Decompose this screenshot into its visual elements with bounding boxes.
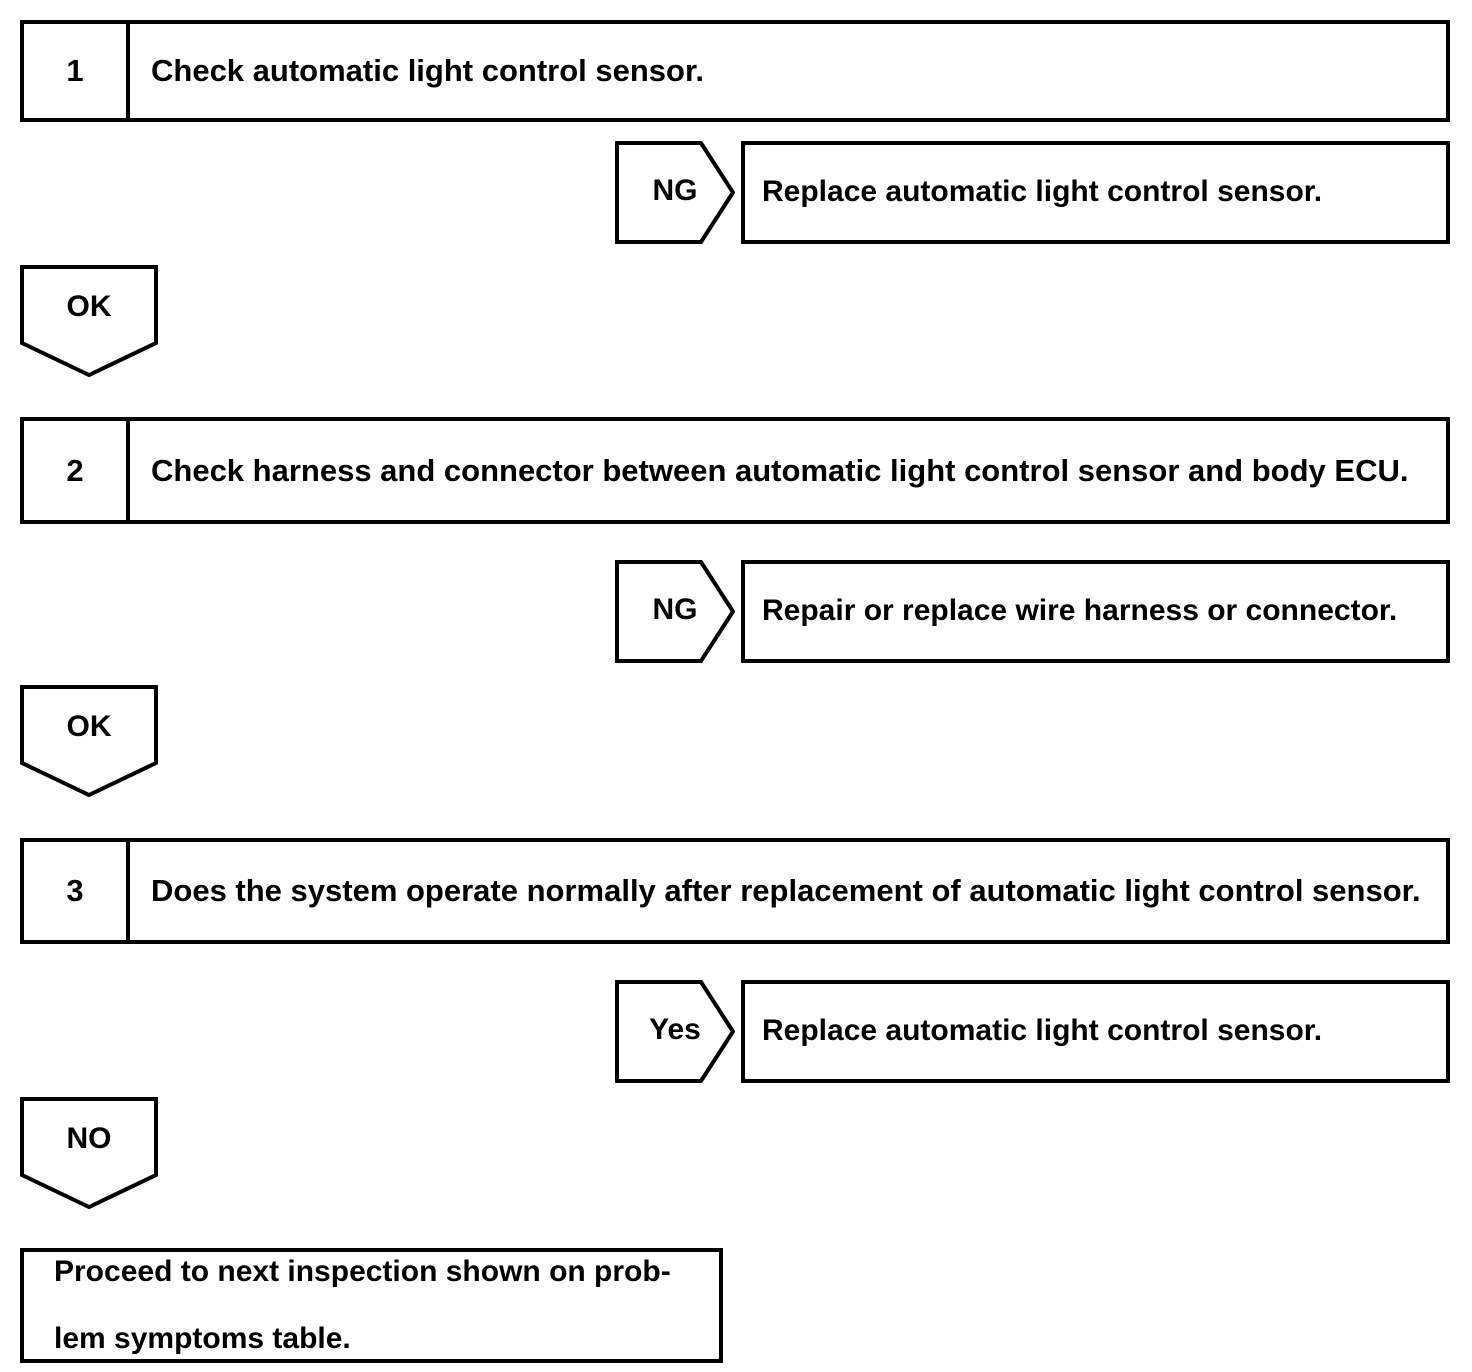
yes-result-box-3: Replace automatic light control sensor. bbox=[741, 980, 1450, 1083]
step-box-2: 2 Check harness and connector between au… bbox=[20, 417, 1450, 524]
ok-arrow-2: OK bbox=[20, 685, 158, 797]
ok-arrow-1: OK bbox=[20, 265, 158, 377]
step-text-3: Does the system operate normally after r… bbox=[151, 873, 1421, 909]
step-text-2: Check harness and connector between auto… bbox=[151, 452, 1409, 488]
ng-arrow-2: NG bbox=[615, 560, 735, 663]
yes-result-text-3: Replace automatic light control sensor. bbox=[762, 1014, 1323, 1048]
step-text-container-2: Check harness and connector between auto… bbox=[134, 421, 1446, 520]
final-instruction-box: Proceed to next inspection shown on prob… bbox=[20, 1248, 723, 1363]
yes-arrow-3: Yes bbox=[615, 980, 735, 1083]
step-text-container-1: Check automatic light control sensor. bbox=[134, 24, 1446, 118]
step-number-3: 3 bbox=[24, 842, 130, 940]
ng-result-text-2: Repair or replace wire harness or connec… bbox=[762, 594, 1398, 628]
ng-result-box-2: Repair or replace wire harness or connec… bbox=[741, 560, 1450, 663]
step-number-2: 2 bbox=[24, 421, 130, 520]
step-box-3: 3 Does the system operate normally after… bbox=[20, 838, 1450, 944]
ng-arrow-1: NG bbox=[615, 141, 735, 244]
final-instruction-line-2: lem symptoms table. bbox=[54, 1322, 351, 1356]
step-text-container-3: Does the system operate normally after r… bbox=[134, 842, 1446, 940]
step-number-1: 1 bbox=[24, 24, 130, 118]
step-box-1: 1 Check automatic light control sensor. bbox=[20, 20, 1450, 122]
ng-result-box-1: Replace automatic light control sensor. bbox=[741, 141, 1450, 244]
final-instruction-line-1: Proceed to next inspection shown on prob… bbox=[54, 1255, 671, 1289]
step-text-1: Check automatic light control sensor. bbox=[151, 53, 704, 89]
ng-result-text-1: Replace automatic light control sensor. bbox=[762, 175, 1323, 209]
final-instruction-text: Proceed to next inspection shown on prob… bbox=[54, 1255, 671, 1356]
no-arrow-3: NO bbox=[20, 1097, 158, 1209]
